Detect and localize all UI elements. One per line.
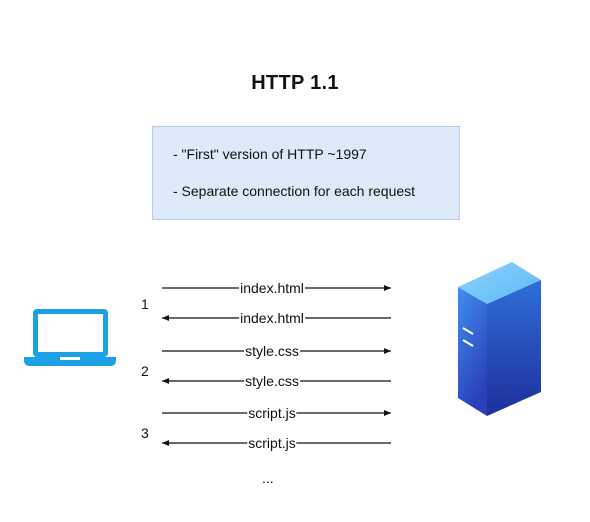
more-requests-ellipsis: ...	[262, 470, 274, 486]
arrow-head	[384, 348, 391, 354]
message-label: index.html	[239, 310, 305, 326]
step-number: 2	[141, 363, 149, 379]
arrow-head	[384, 410, 391, 416]
info-box: - "First" version of HTTP ~1997 - Separa…	[152, 126, 460, 220]
diagram-title: HTTP 1.1	[251, 72, 339, 94]
arrow-head	[162, 440, 169, 446]
message-label: style.css	[244, 343, 300, 359]
step-number: 1	[141, 296, 149, 312]
message-label: index.html	[239, 280, 305, 296]
info-line-separate-connection: - Separate connection for each request	[173, 183, 416, 199]
message-label: script.js	[247, 405, 297, 421]
server-icon	[458, 262, 541, 416]
message-label: script.js	[247, 435, 297, 451]
arrow-head	[162, 378, 169, 384]
arrow-head	[162, 315, 169, 321]
laptop-icon	[24, 309, 116, 366]
arrow-head	[384, 285, 391, 291]
step-number: 3	[141, 425, 149, 441]
message-label: style.css	[244, 373, 300, 389]
info-line-first-version: - "First" version of HTTP ~1997	[173, 146, 367, 162]
